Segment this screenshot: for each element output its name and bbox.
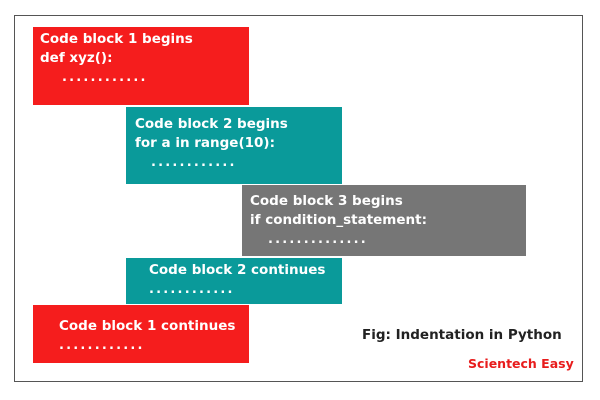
- block-code: if condition_statement:: [250, 212, 427, 228]
- block-title: Code block 3 begins: [250, 193, 403, 209]
- block-title: Code block 2 continues: [149, 262, 326, 278]
- block-dots: ............: [62, 70, 148, 85]
- block-title: Code block 1 begins: [40, 31, 193, 47]
- block-code: for a in range(10):: [135, 135, 275, 151]
- block-dots: ............: [149, 282, 235, 297]
- block-dots: ............: [151, 155, 237, 170]
- code-block-1-begins: Code block 1 begins def xyz(): .........…: [33, 27, 249, 105]
- code-block-3-begins: Code block 3 begins if condition_stateme…: [242, 185, 526, 256]
- code-block-1-continues: Code block 1 continues ............: [33, 305, 249, 363]
- credit-text: Scientech Easy: [468, 356, 574, 371]
- block-dots: ............: [59, 338, 145, 353]
- block-title: Code block 2 begins: [135, 116, 288, 132]
- block-code: def xyz():: [40, 50, 113, 66]
- figure-caption: Fig: Indentation in Python: [362, 327, 562, 343]
- block-dots: ..............: [268, 232, 368, 247]
- code-block-2-continues: Code block 2 continues ............: [126, 258, 342, 304]
- block-title: Code block 1 continues: [59, 318, 236, 334]
- code-block-2-begins: Code block 2 begins for a in range(10): …: [126, 107, 342, 184]
